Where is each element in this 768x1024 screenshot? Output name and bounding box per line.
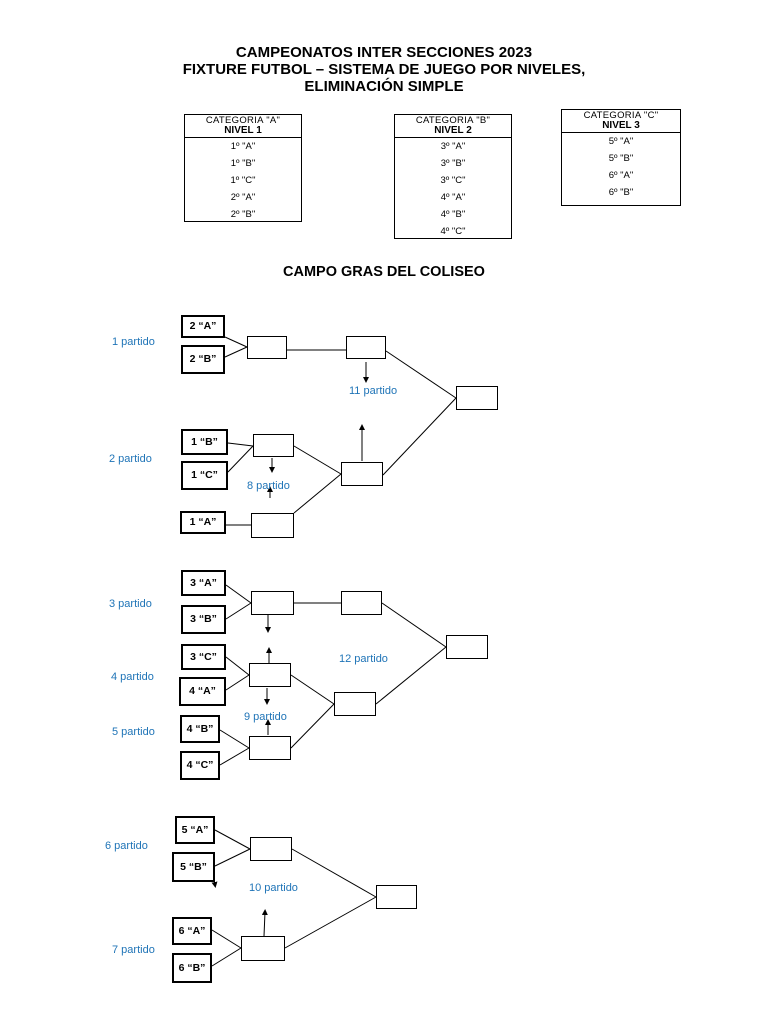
winner-slot bbox=[251, 513, 294, 538]
match-label-2: 2 partido bbox=[109, 453, 152, 465]
category-c-team: 6º "B" bbox=[608, 187, 634, 198]
category-b-team: 4º "A" bbox=[440, 192, 466, 203]
category-c-team: 5º "A" bbox=[608, 136, 634, 147]
match-label-4: 4 partido bbox=[111, 671, 154, 683]
team-box-6a: 6 “A” bbox=[172, 917, 212, 945]
winner-slot bbox=[241, 936, 285, 961]
winner-slot bbox=[249, 736, 291, 760]
match-label-8: 8 partido bbox=[247, 480, 290, 492]
team-box-2a: 2 “A” bbox=[181, 315, 225, 338]
match-label-5: 5 partido bbox=[112, 726, 155, 738]
winner-slot bbox=[334, 692, 376, 716]
final-slot bbox=[376, 885, 417, 909]
category-a-team: 1º "A" bbox=[230, 141, 256, 152]
winner-slot bbox=[247, 336, 287, 359]
team-box-5a: 5 “A” bbox=[175, 816, 215, 844]
final-slot bbox=[456, 386, 498, 410]
winner-slot bbox=[341, 591, 382, 615]
winner-slot bbox=[346, 336, 386, 359]
category-a-team: 1º "C" bbox=[230, 175, 256, 186]
category-b-name: CATEGORIA "B" bbox=[415, 115, 491, 126]
category-a-team: 2º "A" bbox=[230, 192, 256, 203]
team-box-1c: 1 “C” bbox=[181, 461, 228, 490]
category-a-team: 1º "B" bbox=[230, 158, 256, 169]
category-b-team: 3º "B" bbox=[440, 158, 466, 169]
category-b-table: CATEGORIA "B"NIVEL 2 3º "A" 3º "B" 3º "C… bbox=[394, 114, 512, 239]
winner-slot bbox=[341, 462, 383, 486]
category-c-level: NIVEL 3 bbox=[602, 120, 640, 131]
match-label-9: 9 partido bbox=[244, 711, 287, 723]
category-c-team: 6º "A" bbox=[608, 170, 634, 181]
category-c-team: 5º "B" bbox=[608, 153, 634, 164]
category-c-name: CATEGORIA "C" bbox=[583, 110, 659, 121]
match-label-1: 1 partido bbox=[112, 336, 155, 348]
category-c-table: CATEGORIA "C"NIVEL 3 5º "A" 5º "B" 6º "A… bbox=[561, 109, 681, 206]
winner-slot bbox=[253, 434, 294, 457]
venue-title: CAMPO GRAS DEL COLISEO bbox=[283, 264, 485, 280]
team-box-5b: 5 “B” bbox=[172, 852, 215, 882]
document-title-line-2: FIXTURE FUTBOL – SISTEMA DE JUEGO POR NI… bbox=[182, 61, 586, 78]
team-box-6b: 6 “B” bbox=[172, 953, 212, 983]
category-b-team: 4º "C" bbox=[440, 226, 466, 237]
document-title-line-3: ELIMINACIÓN SIMPLE bbox=[304, 78, 464, 95]
team-box-3c: 3 “C” bbox=[181, 644, 226, 670]
final-slot bbox=[446, 635, 488, 659]
match-label-6: 6 partido bbox=[105, 840, 148, 852]
category-b-team: 3º "C" bbox=[440, 175, 466, 186]
category-a-level: NIVEL 1 bbox=[224, 125, 262, 136]
document-title-line-1: CAMPEONATOS INTER SECCIONES 2023 bbox=[235, 44, 533, 61]
team-box-1b: 1 “B” bbox=[181, 429, 228, 455]
winner-slot bbox=[249, 663, 291, 687]
match-label-11: 11 partido bbox=[349, 385, 398, 397]
team-box-4a: 4 “A” bbox=[179, 677, 226, 706]
category-b-team: 3º "A" bbox=[440, 141, 466, 152]
category-a-table: CATEGORIA "A"NIVEL 1 1º "A" 1º "B" 1º "C… bbox=[184, 114, 302, 222]
team-box-2b: 2 “B” bbox=[181, 345, 225, 374]
category-b-team: 4º "B" bbox=[440, 209, 466, 220]
match-label-3: 3 partido bbox=[109, 598, 152, 610]
team-box-3a: 3 “A” bbox=[181, 570, 226, 596]
team-box-1a: 1 “A” bbox=[180, 511, 226, 534]
winner-slot bbox=[250, 837, 292, 861]
team-box-4c: 4 “C” bbox=[180, 751, 220, 780]
team-box-3b: 3 “B” bbox=[181, 605, 226, 634]
team-box-4b: 4 “B” bbox=[180, 715, 220, 743]
category-a-name: CATEGORIA "A" bbox=[205, 115, 281, 126]
match-label-7: 7 partido bbox=[112, 944, 155, 956]
match-label-12: 12 partido bbox=[339, 653, 388, 665]
winner-slot bbox=[251, 591, 294, 615]
category-b-level: NIVEL 2 bbox=[434, 125, 472, 136]
match-label-10: 10 partido bbox=[249, 882, 298, 894]
category-a-team: 2º "B" bbox=[230, 209, 256, 220]
